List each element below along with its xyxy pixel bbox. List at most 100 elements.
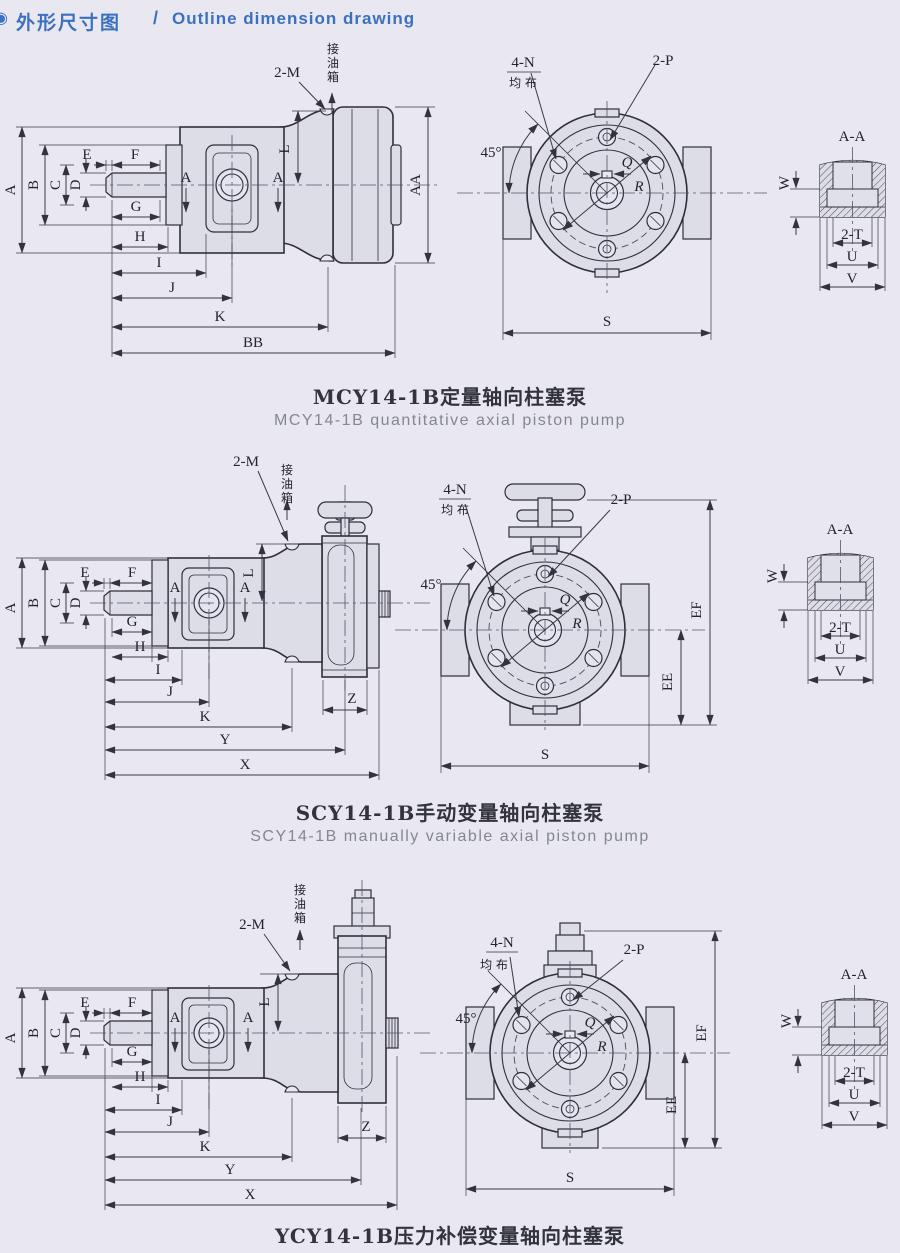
dim-S: S bbox=[603, 314, 611, 330]
section-label-AA: A-A bbox=[841, 967, 868, 983]
callout-4N: 4-N bbox=[490, 935, 513, 951]
dim-D: D bbox=[68, 597, 84, 608]
dim-L: L bbox=[277, 144, 293, 153]
dim-EF: EF bbox=[694, 1024, 710, 1042]
dim-A: A bbox=[3, 602, 19, 613]
dim-I: I bbox=[156, 1092, 161, 1108]
oil-tank-label: 接 bbox=[327, 41, 339, 56]
section-arrow-A: A bbox=[170, 1010, 181, 1026]
dim-R: R bbox=[633, 179, 643, 195]
caption-zh: SCY14-1B手动变量轴向柱塞泵 bbox=[295, 801, 605, 825]
section-label-AA: A-A bbox=[839, 129, 866, 145]
mcy-section-aa: A-A W 2-T U V bbox=[777, 129, 886, 291]
callout-2P: 2-P bbox=[653, 53, 674, 69]
ycy-front-view: 4-N 均 布 2-P 45° Q R S EE EF bbox=[419, 922, 731, 1196]
dim-U: U bbox=[847, 249, 858, 265]
drawing-mcy14-1b: A B C D E F G H I J K BB L AA 2-M 接 油 箱 … bbox=[3, 41, 886, 358]
caption-zh: MCY14-1B定量轴向柱塞泵 bbox=[312, 385, 588, 409]
callout-2M: 2-M bbox=[274, 65, 300, 81]
dim-Q: Q bbox=[560, 592, 571, 608]
caption-en: SCY14-1B manually variable axial piston … bbox=[250, 828, 650, 845]
dim-F: F bbox=[128, 565, 136, 581]
dim-D: D bbox=[68, 1027, 84, 1038]
ycy-section-aa: A-A W 2-T U V bbox=[779, 967, 888, 1129]
mcy-front-view: 4-N 均 布 2-P 45° Q R S bbox=[456, 53, 768, 340]
dim-C: C bbox=[48, 598, 64, 608]
scy-side-dims: A B C D E F G H I J K Y X Z L 2-M 接 油 箱 … bbox=[3, 454, 380, 780]
dim-B: B bbox=[26, 1028, 42, 1038]
section-arrow-A: A bbox=[170, 580, 181, 596]
caption-scy14-1b: SCY14-1B手动变量轴向柱塞泵 SCY14-1B manually vari… bbox=[0, 797, 900, 846]
dim-H: H bbox=[135, 229, 146, 245]
angle-45: 45° bbox=[421, 577, 442, 593]
dim-I: I bbox=[156, 662, 161, 678]
dim-B: B bbox=[26, 180, 42, 190]
oil-tank-label: 油 bbox=[327, 56, 339, 70]
angle-45: 45° bbox=[481, 145, 502, 161]
dim-E: E bbox=[80, 995, 89, 1011]
dim-U: U bbox=[849, 1087, 860, 1103]
dim-S: S bbox=[541, 747, 549, 763]
dim-Y: Y bbox=[225, 1162, 236, 1178]
drawing-scy14-1b: A B C D E F G H I J K Y X Z L 2-M 接 油 箱 … bbox=[3, 454, 874, 780]
oil-tank-label: 箱 bbox=[327, 69, 339, 84]
dim-D: D bbox=[68, 179, 84, 190]
dim-W: W bbox=[779, 1013, 795, 1028]
page-header: ◉ 外形尺寸图 / Outline dimension drawing bbox=[0, 6, 900, 36]
dim-2T: 2-T bbox=[841, 227, 863, 243]
oil-tank-label: 油 bbox=[294, 897, 306, 911]
dim-L: L bbox=[257, 997, 273, 1006]
section-arrow-A: A bbox=[243, 1010, 254, 1026]
title-separator: / bbox=[153, 8, 159, 28]
dim-C: C bbox=[48, 1028, 64, 1038]
oil-tank-label: 接 bbox=[294, 882, 306, 897]
scy-section-aa: A-A W 2-T U V bbox=[765, 522, 874, 684]
dim-L: L bbox=[241, 568, 257, 577]
dim-F: F bbox=[128, 995, 136, 1011]
callout-4N: 4-N bbox=[443, 482, 466, 498]
dim-J: J bbox=[167, 684, 173, 700]
dim-F: F bbox=[131, 147, 139, 163]
dim-S: S bbox=[566, 1170, 574, 1186]
dim-E: E bbox=[82, 147, 91, 163]
oil-tank-label: 箱 bbox=[294, 910, 306, 925]
angle-45: 45° bbox=[456, 1011, 477, 1027]
dim-B: B bbox=[26, 598, 42, 608]
dim-EE: EE bbox=[664, 1096, 680, 1114]
dim-H: H bbox=[135, 1069, 146, 1085]
section-label-AA: A-A bbox=[827, 522, 854, 538]
dim-Z: Z bbox=[347, 691, 356, 707]
dim-V: V bbox=[849, 1109, 860, 1125]
dim-W: W bbox=[777, 175, 793, 190]
section-arrow-A: A bbox=[240, 580, 251, 596]
dim-Z: Z bbox=[361, 1119, 370, 1135]
ycy-side-view bbox=[90, 880, 430, 1116]
ycy-side-dims: A B C D E F G H I J K Y X Z L 2-M 接 油 箱 … bbox=[3, 882, 398, 1210]
page-title-zh: 外形尺寸图 bbox=[16, 13, 122, 34]
dim-W: W bbox=[765, 568, 781, 583]
callout-2M: 2-M bbox=[239, 917, 265, 933]
dim-EF: EF bbox=[689, 601, 705, 619]
dim-Q: Q bbox=[585, 1015, 596, 1031]
dim-J: J bbox=[167, 1114, 173, 1130]
scy-side-view bbox=[90, 485, 430, 690]
dim-K: K bbox=[215, 309, 226, 325]
dim-G: G bbox=[127, 614, 138, 630]
dim-R: R bbox=[571, 616, 581, 632]
dim-A: A bbox=[3, 1032, 19, 1043]
dim-EE: EE bbox=[660, 673, 676, 691]
dim-H: H bbox=[135, 639, 146, 655]
callout-4N: 4-N bbox=[511, 55, 534, 71]
section-arrow-A: A bbox=[181, 170, 192, 186]
oil-tank-label: 箱 bbox=[281, 490, 293, 505]
dim-Q: Q bbox=[622, 155, 633, 171]
callout-2P: 2-P bbox=[611, 492, 632, 508]
caption-ycy14-1b: YCY14-1B压力补偿变量轴向柱塞泵 bbox=[0, 1220, 900, 1249]
dim-U: U bbox=[835, 642, 846, 658]
dim-J: J bbox=[169, 280, 175, 296]
dim-G: G bbox=[127, 1044, 138, 1060]
caption-en: MCY14-1B quantitative axial piston pump bbox=[274, 412, 626, 429]
dim-BB: BB bbox=[243, 335, 263, 351]
caption-zh: YCY14-1B压力补偿变量轴向柱塞泵 bbox=[274, 1224, 626, 1248]
